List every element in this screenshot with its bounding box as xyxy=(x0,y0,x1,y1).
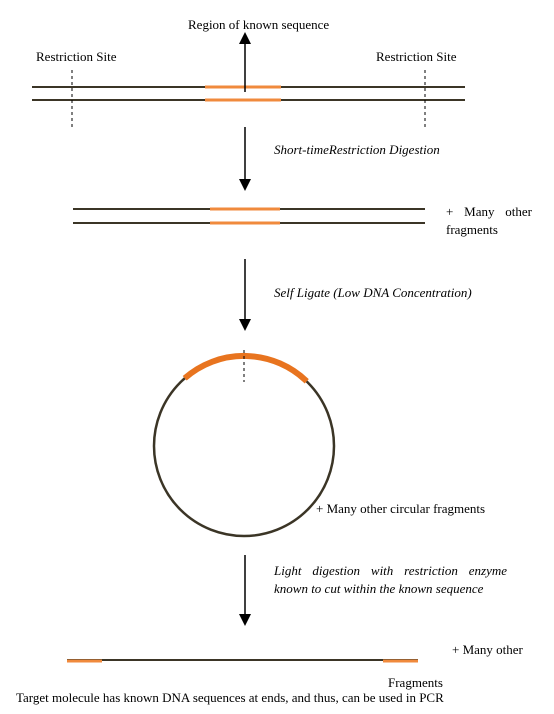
many-other-fragments-line2: fragments xyxy=(446,222,498,237)
step3-label-line1: Light digestion with restriction enzyme xyxy=(274,563,507,578)
many-other-bottom-label: + Many other xyxy=(452,642,523,657)
conclusion-text: Target molecule has known DNA sequences … xyxy=(16,690,444,705)
many-circular-label: + Many other circular fragments xyxy=(316,501,486,516)
region-known-sequence-label: Region of known sequence xyxy=(188,17,330,32)
step2-label: Self Ligate (Low DNA Concentration) xyxy=(274,285,472,300)
circle-dna xyxy=(152,354,336,538)
many-other-fragments-line1: + Many other xyxy=(446,204,532,219)
step3-label-line2: known to cut within the known sequence xyxy=(274,581,484,596)
genomic-dna xyxy=(32,70,465,127)
step1-label: Short-timeRestriction Digestion xyxy=(274,142,440,157)
restriction-site-left-label: Restriction Site xyxy=(36,49,117,64)
restriction-site-right-label: Restriction Site xyxy=(376,49,457,64)
fragments-label: Fragments xyxy=(388,675,443,690)
circular-fragment xyxy=(152,350,336,538)
digested-fragment xyxy=(73,207,425,225)
circle-known-sequence xyxy=(182,352,309,384)
linear-product xyxy=(67,659,418,663)
